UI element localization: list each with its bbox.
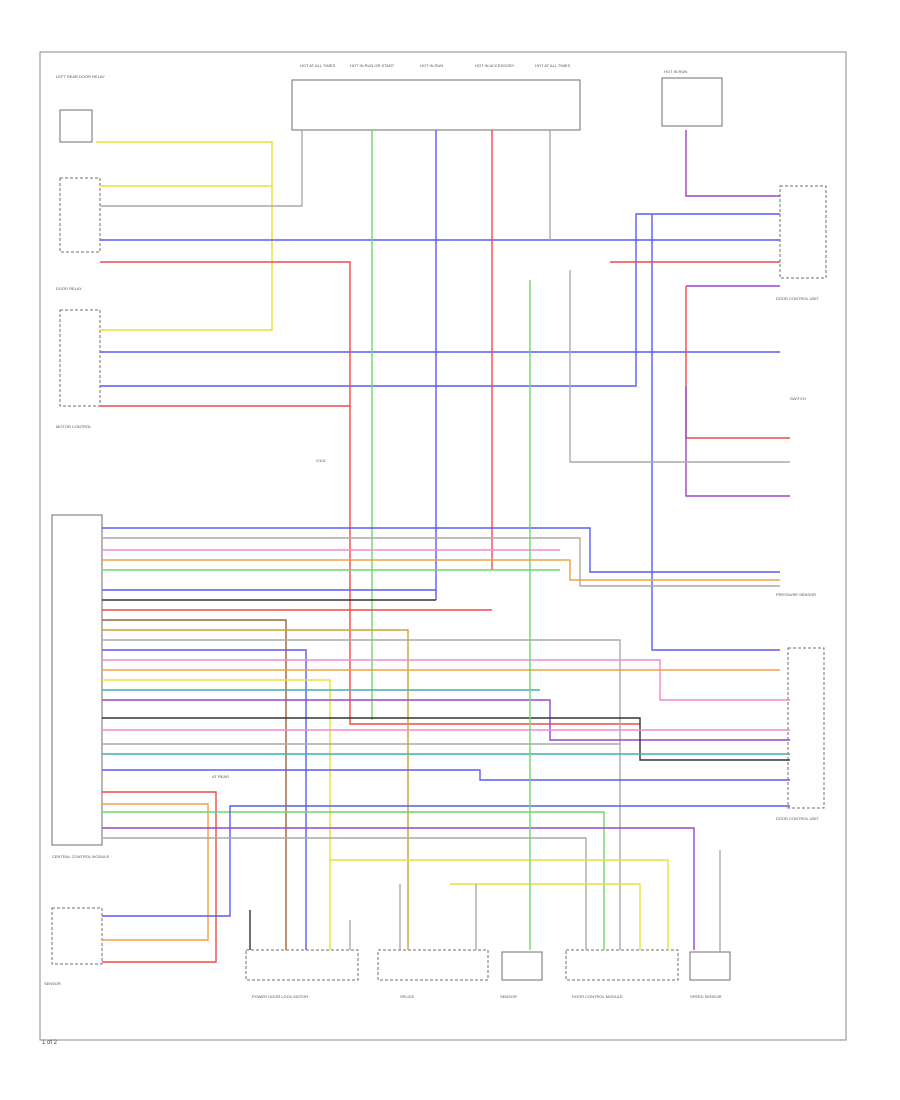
bottom-switch-label: SENSOR: [44, 981, 61, 986]
bottom-conn-5-label: SPEED SENSOR: [690, 994, 722, 999]
wire-blue-low-2: [102, 805, 790, 917]
bottom-conn-3-label: SENSOR: [500, 994, 517, 999]
right-switch-label: SWITCH: [790, 396, 806, 401]
fuse-block-box: [291, 79, 581, 131]
bottom-connector-1: [245, 949, 359, 981]
diagram-frame: [39, 51, 847, 1041]
wire-black-mid: [102, 717, 790, 761]
wire-violet-top: [685, 130, 780, 197]
fuse-label-5: HOT AT ALL TIMES: [535, 63, 570, 68]
wire-blue-right: [651, 214, 780, 651]
wire-orange-cm-1: [102, 559, 780, 581]
wire-blue-cm-1: [102, 527, 780, 573]
wire-red-low: [102, 791, 217, 963]
right-conn-top-label: DOOR CONTROL UNIT: [776, 296, 820, 301]
wire-red-1: [100, 261, 640, 725]
wire-blue-3: [100, 213, 780, 387]
wire-orange-low: [102, 803, 209, 941]
bottom-connector-3: [501, 951, 543, 981]
wire-gray-switch: [569, 270, 790, 463]
wire-red-switch: [685, 286, 790, 439]
fuse-label-3: HOT IN RUN: [420, 63, 443, 68]
door-relay-label: DOOR RELAY: [56, 286, 82, 291]
control-module: [51, 514, 103, 846]
wire-brown-cm: [102, 619, 287, 950]
control-module-label: CENTRAL CONTROL MODULE: [52, 854, 110, 859]
wire-violet-cm: [102, 699, 790, 741]
motor-ctrl-label: MOTOR CONTROL: [56, 424, 92, 429]
bottom-conn-1-label: POWER DOOR LOCK MOTOR: [252, 994, 308, 999]
bottom-conn-2-label: SPLICE: [400, 994, 415, 999]
right-conn-mid-label: PRESSURE SENSOR: [776, 592, 816, 597]
wire-gold-cm: [102, 629, 409, 950]
wire-gray-cm-1: [102, 537, 780, 587]
wire-violet-switch: [685, 386, 790, 497]
wire-gray-cm-2: [102, 639, 621, 950]
fuse-label-4: HOT IN ACCESSORY: [475, 63, 515, 68]
bottom-connector-4: [565, 949, 679, 981]
right-conn-bottom-label: DOOR CONTROL UNIT: [776, 816, 820, 821]
right-connector-bottom: [787, 647, 825, 809]
wire-blue-low: [102, 769, 790, 781]
wire-violet-low: [102, 827, 695, 950]
left-top-switch: [59, 109, 93, 143]
page-id: 1 of 2: [42, 1040, 58, 1046]
wire-pink-cm-2: [102, 659, 790, 701]
left-relay-2: [59, 309, 101, 407]
bottom-conn-4-label: DOOR CONTROL MODULE: [572, 994, 623, 999]
bottom-left-switch: [51, 907, 103, 965]
left-relay-1: [59, 177, 101, 253]
wires: [96, 130, 790, 963]
wire-blue-cm-3: [102, 649, 307, 950]
wire-yellow-low: [330, 859, 669, 950]
relay-top-right-label: HOT IN RUN: [664, 69, 687, 74]
wire-gray-1: [100, 130, 303, 207]
bottom-connector-2: [377, 949, 489, 981]
wire-gray-low: [102, 837, 587, 950]
wire-green-low: [102, 811, 605, 950]
wire-yellow-low-2: [450, 883, 641, 950]
left-relay-top-label: LEFT REAR DOOR RELAY: [56, 74, 105, 79]
ground-label: G101: [316, 458, 327, 463]
wire-yellow-1: [96, 141, 273, 331]
fuse-label-1: HOT AT ALL TIMES: [300, 63, 335, 68]
relay-box-top-right: [661, 77, 723, 127]
fuse-label-2: HOT IN RUN OR START: [350, 63, 395, 68]
bottom-connector-5: [689, 951, 731, 981]
pin-note: AT REAR: [212, 774, 229, 779]
fuse-block: HOT AT ALL TIMES HOT IN RUN OR START HOT…: [291, 63, 581, 131]
right-connector-top: [779, 185, 827, 279]
